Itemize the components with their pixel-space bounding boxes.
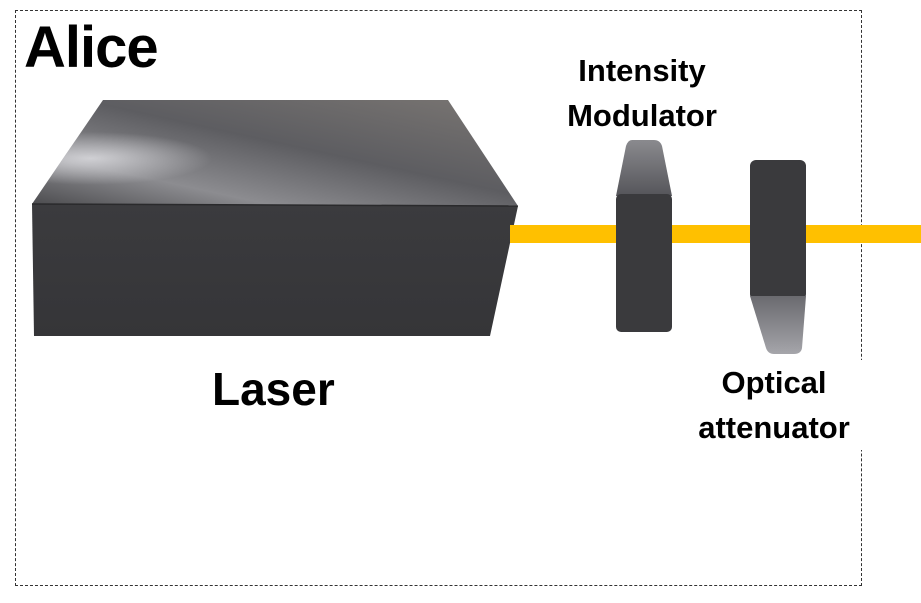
intensity-modulator-label-line1: Intensity (578, 53, 706, 88)
optical-attenuator-label-line1: Optical (721, 365, 827, 400)
intensity-modulator-label: Intensity Modulator (552, 48, 732, 138)
beam-segment-after-oa (806, 225, 921, 243)
optical-attenuator-device (750, 160, 806, 354)
optical-attenuator-label-line2: attenuator (698, 410, 850, 445)
laser-device (31, 100, 519, 336)
beam-segment-laser-to-im (510, 225, 616, 243)
intensity-modulator-label-line2: Modulator (567, 98, 717, 133)
alice-boundary-frame (15, 10, 862, 586)
alice-title: Alice (24, 15, 159, 80)
intensity-modulator-device (616, 140, 672, 332)
beam-segment-im-to-oa (672, 225, 750, 243)
laser-label: Laser (212, 363, 335, 415)
optical-attenuator-label: Optical attenuator (684, 360, 864, 450)
